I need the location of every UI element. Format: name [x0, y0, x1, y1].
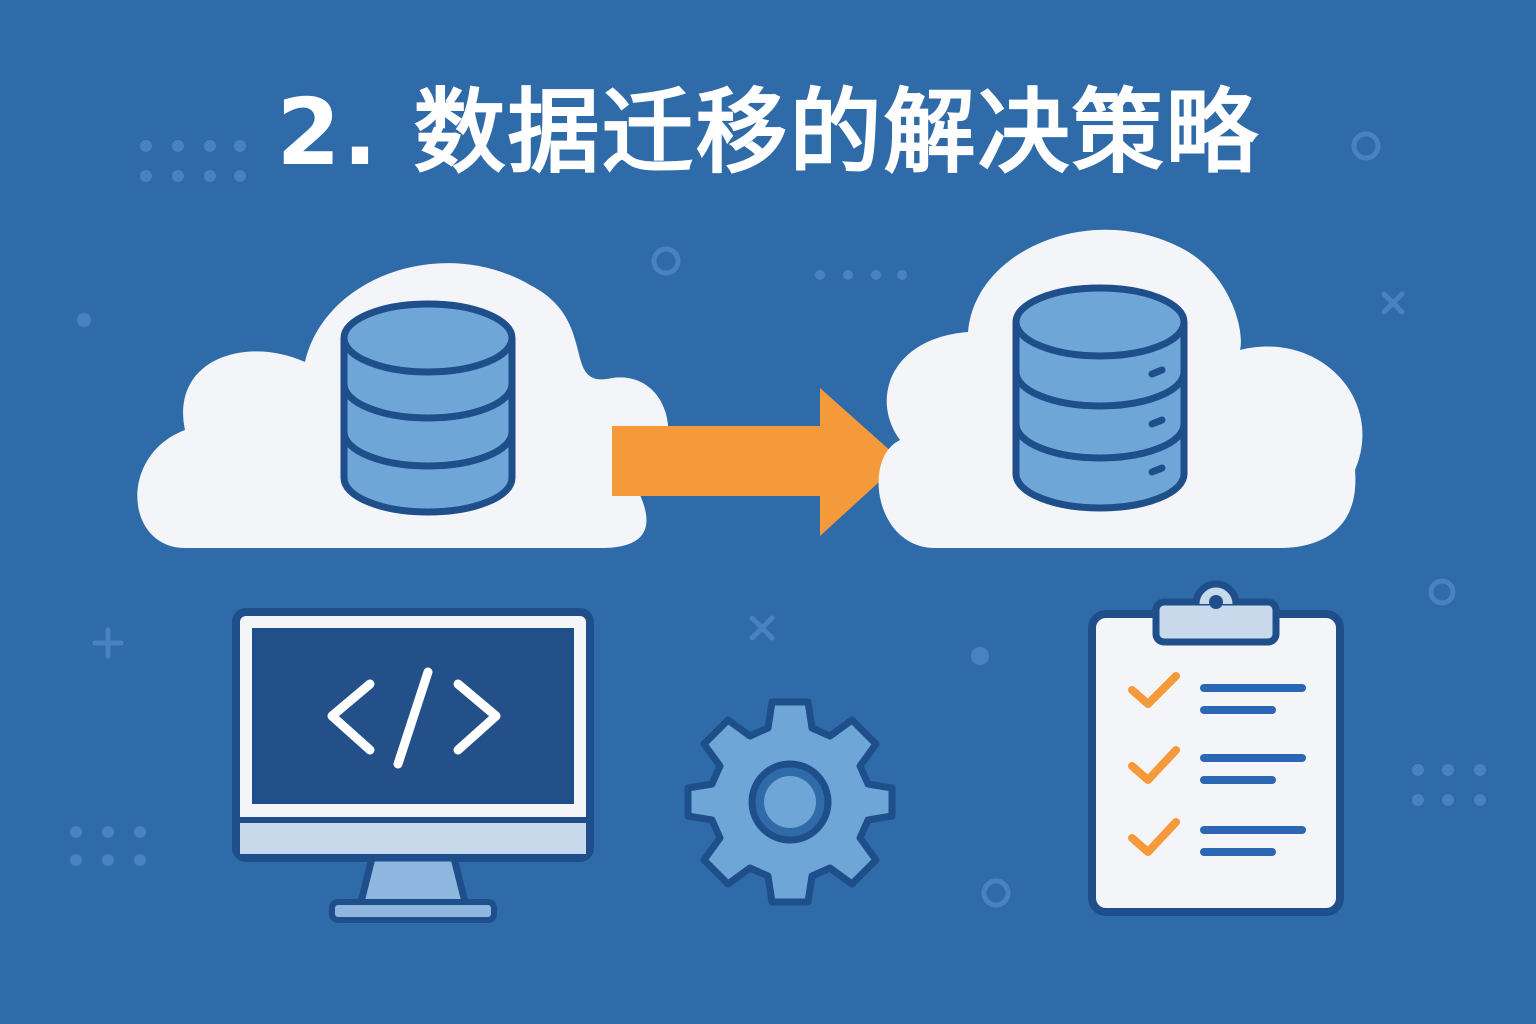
dot-grid-top-left	[140, 140, 246, 182]
source-cloud-icon	[137, 263, 669, 548]
checklist-lines	[1200, 684, 1306, 856]
dot	[971, 647, 989, 665]
dot	[77, 313, 91, 327]
monitor-stand	[355, 854, 471, 910]
dot-grid-bottom-left	[70, 826, 146, 866]
cross-mark	[1381, 291, 1405, 315]
cross-mark	[749, 615, 775, 641]
monitor-chin	[240, 820, 586, 854]
code-monitor-icon	[232, 608, 594, 923]
check-mark-icon	[1128, 672, 1180, 708]
clipboard-checklist-icon	[1088, 580, 1344, 916]
check-mark-icon	[1128, 818, 1180, 856]
plus-mark	[92, 627, 124, 659]
clipboard-clip-top	[1192, 580, 1240, 605]
arrow-right-icon	[612, 388, 902, 536]
background-rings	[651, 131, 1456, 908]
ring	[1428, 578, 1456, 606]
background-marks	[92, 291, 1405, 659]
dot-row-middle	[815, 270, 907, 280]
ring	[981, 878, 1011, 908]
check-mark-icons	[1128, 672, 1180, 856]
gear-icon	[684, 698, 896, 906]
monitor-base	[329, 899, 497, 923]
monitor-screen	[252, 628, 574, 804]
database-icon	[340, 300, 516, 516]
ring	[1351, 131, 1381, 161]
background-decoration	[70, 140, 1486, 866]
server-database-icon	[1012, 284, 1188, 512]
code-brackets-icon	[327, 667, 501, 769]
dot-grid-bottom-right	[1412, 764, 1486, 806]
clipboard-board	[1088, 610, 1344, 916]
page-title: 2. 数据迁移的解决策略	[276, 79, 1260, 186]
ring	[651, 246, 681, 276]
check-mark-icon	[1128, 746, 1180, 784]
target-cloud-icon	[878, 229, 1363, 548]
